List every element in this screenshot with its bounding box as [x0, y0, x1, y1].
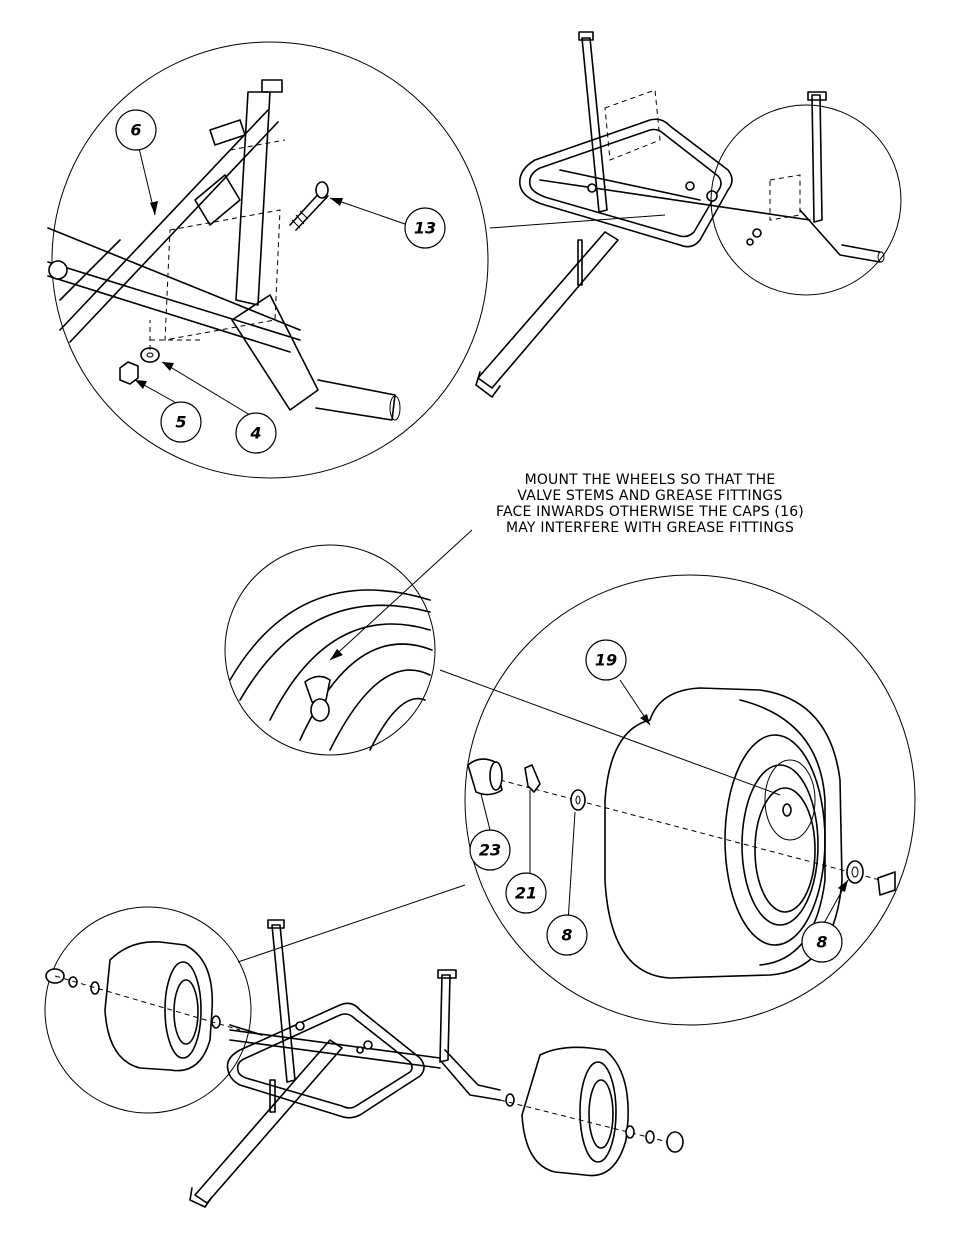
detail-small-wheel — [44, 906, 252, 1114]
callout-23: 23 — [469, 829, 511, 871]
callout-21-label: 21 — [515, 884, 537, 903]
callout-19-label: 19 — [595, 651, 617, 670]
callout-8-right-label: 8 — [816, 933, 827, 952]
full-assembly-bottom — [189, 919, 684, 1208]
callout-6-label: 6 — [130, 121, 141, 140]
detail-wheel-mounting — [464, 574, 916, 1026]
callout-8-left: 8 — [546, 914, 588, 956]
callout-13-label: 13 — [414, 219, 436, 238]
callout-5: 5 — [160, 401, 202, 443]
wheel-mounting-note: MOUNT THE WHEELS SO THAT THE VALVE STEMS… — [440, 472, 860, 536]
callout-4: 4 — [235, 412, 277, 454]
callout-23-label: 23 — [479, 841, 501, 860]
callout-6: 6 — [115, 109, 157, 151]
callout-leaders — [134, 143, 849, 926]
detail-frame-joint — [47, 41, 489, 479]
frame-overview-top — [475, 31, 885, 398]
note-line-2: VALVE STEMS AND GREASE FITTINGS — [517, 488, 783, 504]
callout-8-right: 8 — [801, 921, 843, 963]
callout-13: 13 — [404, 207, 446, 249]
callout-8-left-label: 8 — [561, 926, 572, 945]
zoom-circle-frame-joint — [710, 104, 902, 296]
callout-21: 21 — [505, 872, 547, 914]
callout-4-label: 4 — [249, 424, 261, 443]
note-line-1: MOUNT THE WHEELS SO THAT THE — [524, 472, 776, 488]
callout-19: 19 — [585, 639, 627, 681]
detail-valve-stem — [224, 544, 781, 796]
note-line-4: MAY INTERFERE WITH GREASE FITTINGS — [505, 520, 795, 536]
note-line-3: FACE INWARDS OTHERWISE THE CAPS (16) — [496, 504, 804, 520]
callout-5-label: 5 — [175, 413, 186, 432]
